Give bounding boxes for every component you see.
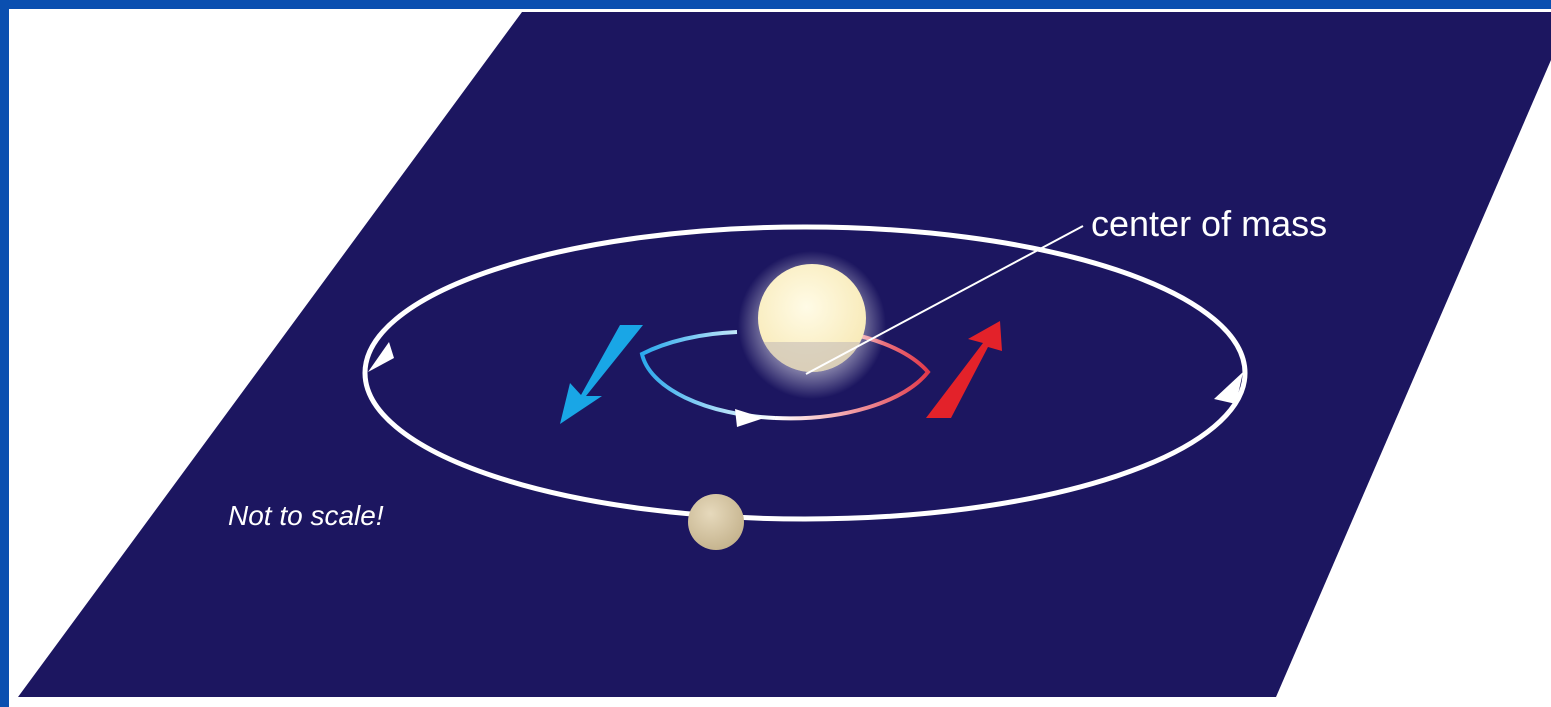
planet bbox=[688, 494, 744, 550]
center-of-mass-pointer bbox=[805, 225, 1084, 375]
frame-border-top bbox=[0, 0, 1551, 9]
arrowhead-icon bbox=[735, 409, 764, 427]
arrow-up-right-icon bbox=[926, 321, 1002, 418]
center-of-mass-label: center of mass bbox=[1091, 203, 1327, 244]
arrowhead-icon bbox=[368, 342, 394, 372]
arrow-down-left-icon bbox=[560, 325, 643, 424]
star-lower-shade bbox=[763, 342, 861, 372]
planet-orbit bbox=[362, 224, 1248, 522]
not-to-scale-label: Not to scale! bbox=[228, 500, 384, 531]
frame-border-left bbox=[0, 0, 9, 707]
arrowhead-icon bbox=[1214, 372, 1243, 404]
star-orbit-blue bbox=[639, 330, 776, 420]
star-orbit-red bbox=[774, 334, 931, 421]
